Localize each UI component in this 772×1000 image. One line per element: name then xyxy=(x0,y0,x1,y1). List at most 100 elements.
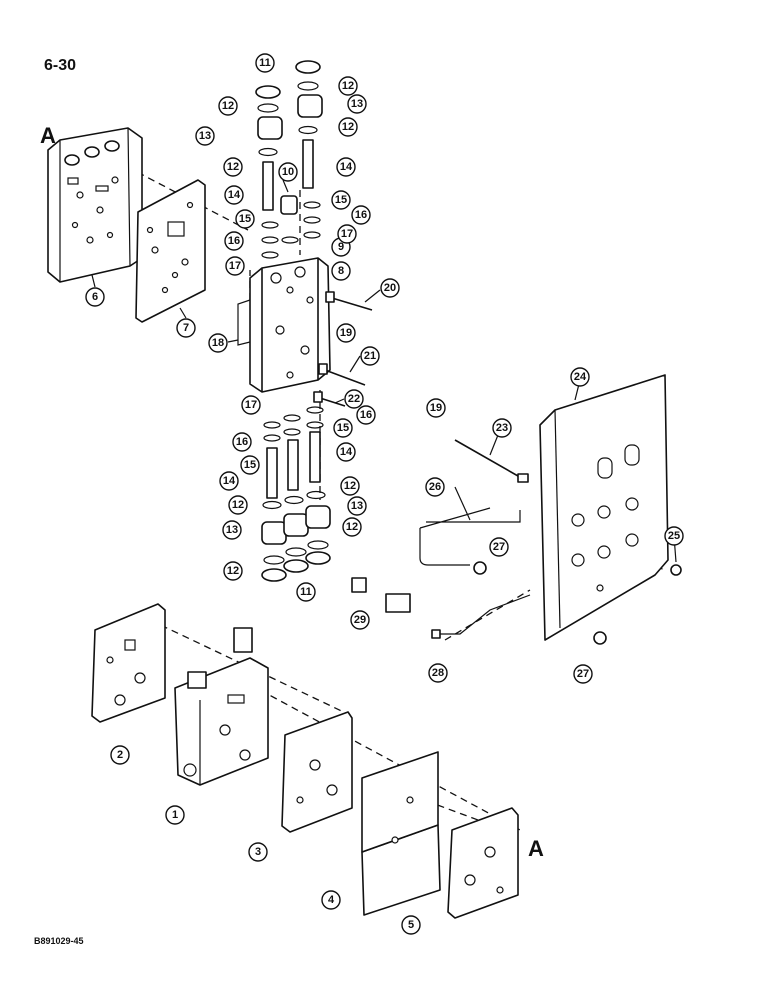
valve-body-part-1 xyxy=(174,627,269,786)
callout-12-g: 12 xyxy=(342,517,362,537)
svg-text:11: 11 xyxy=(259,57,271,69)
svg-text:9: 9 xyxy=(338,241,344,253)
callout-19-b: 19 xyxy=(426,398,446,418)
callout-27-b: 27 xyxy=(573,664,593,684)
callout-12-f: 12 xyxy=(228,495,248,515)
svg-text:12: 12 xyxy=(344,480,356,492)
svg-text:3: 3 xyxy=(255,846,261,858)
callout-23: 23 xyxy=(492,418,512,438)
callout-13-d: 13 xyxy=(222,520,242,540)
svg-text:15: 15 xyxy=(335,194,347,206)
callout-12-a: 12 xyxy=(338,76,358,96)
svg-text:14: 14 xyxy=(340,161,353,173)
svg-text:22: 22 xyxy=(348,393,360,405)
svg-text:29: 29 xyxy=(354,614,366,626)
svg-text:18: 18 xyxy=(212,337,224,349)
callout-14-c: 14 xyxy=(336,442,356,462)
svg-text:1: 1 xyxy=(172,809,178,821)
callout-10: 10 xyxy=(278,162,298,182)
plate-part-5 xyxy=(447,807,519,919)
svg-text:13: 13 xyxy=(226,524,238,536)
svg-text:26: 26 xyxy=(429,481,441,493)
callout-12-b: 12 xyxy=(218,96,238,116)
callout-8: 8 xyxy=(331,261,351,281)
rod-and-ubolt xyxy=(419,439,529,566)
callout-15-d: 15 xyxy=(240,455,260,475)
callout-15-a: 15 xyxy=(331,190,351,210)
callout-12-h: 12 xyxy=(223,561,243,581)
figure-id: B891029-45 xyxy=(34,936,84,946)
svg-text:13: 13 xyxy=(351,500,363,512)
svg-text:17: 17 xyxy=(245,399,257,411)
plate-part-3 xyxy=(281,711,353,833)
svg-text:21: 21 xyxy=(364,350,376,362)
svg-text:23: 23 xyxy=(496,422,508,434)
callout-12-d: 12 xyxy=(223,157,243,177)
svg-text:12: 12 xyxy=(346,521,358,533)
svg-text:17: 17 xyxy=(341,228,353,240)
svg-text:12: 12 xyxy=(342,80,354,92)
svg-text:12: 12 xyxy=(227,565,239,577)
svg-text:16: 16 xyxy=(236,436,248,448)
svg-text:14: 14 xyxy=(340,446,353,458)
callout-11-bottom: 11 xyxy=(296,582,316,602)
svg-text:16: 16 xyxy=(360,409,372,421)
svg-text:15: 15 xyxy=(239,213,251,225)
callout-25: 25 xyxy=(664,526,684,546)
svg-text:14: 14 xyxy=(223,475,236,487)
small-hardware xyxy=(351,561,682,645)
callout-16-b: 16 xyxy=(224,231,244,251)
callout-4: 4 xyxy=(321,890,341,910)
svg-text:19: 19 xyxy=(430,402,442,414)
svg-text:12: 12 xyxy=(227,161,239,173)
callout-15-b: 15 xyxy=(235,209,255,229)
plate-part-2 xyxy=(91,603,166,723)
callout-18: 18 xyxy=(208,333,228,353)
connector-label-top: A xyxy=(40,123,56,148)
svg-text:15: 15 xyxy=(337,422,349,434)
mounting-plate-part-24 xyxy=(539,374,669,641)
svg-text:6: 6 xyxy=(92,291,98,303)
callout-11-top: 11 xyxy=(255,53,275,73)
svg-text:25: 25 xyxy=(668,530,680,542)
callout-2: 2 xyxy=(110,745,130,765)
callout-19-a: 19 xyxy=(336,323,356,343)
valve-body-part-18 xyxy=(237,257,331,393)
callout-20: 20 xyxy=(380,278,400,298)
callout-7: 7 xyxy=(176,318,196,338)
callout-3: 3 xyxy=(248,842,268,862)
callout-6: 6 xyxy=(85,287,105,307)
callout-14-b: 14 xyxy=(224,185,244,205)
svg-text:11: 11 xyxy=(300,586,312,598)
svg-text:27: 27 xyxy=(577,668,589,680)
svg-text:16: 16 xyxy=(228,235,240,247)
callout-13-a: 13 xyxy=(347,94,367,114)
callout-21: 21 xyxy=(360,346,380,366)
svg-text:17: 17 xyxy=(229,260,241,272)
svg-text:2: 2 xyxy=(117,749,123,761)
callout-13-b: 13 xyxy=(195,126,215,146)
upper-valve-stack xyxy=(255,60,323,259)
callout-5: 5 xyxy=(401,915,421,935)
svg-text:15: 15 xyxy=(244,459,256,471)
valve-section-part-6 xyxy=(47,127,143,283)
callout-27-a: 27 xyxy=(489,537,509,557)
callout-26: 26 xyxy=(425,477,445,497)
svg-text:16: 16 xyxy=(355,209,367,221)
callout-29: 29 xyxy=(350,610,370,630)
svg-text:12: 12 xyxy=(232,499,244,511)
svg-text:27: 27 xyxy=(493,541,505,553)
svg-text:24: 24 xyxy=(574,371,587,383)
separator-plate-part-7 xyxy=(135,179,206,323)
callout-16-c: 16 xyxy=(356,405,376,425)
callout-17-a: 17 xyxy=(337,224,357,244)
section-number: 6-30 xyxy=(44,57,76,74)
svg-text:10: 10 xyxy=(282,166,294,178)
svg-text:13: 13 xyxy=(199,130,211,142)
callout-13-c: 13 xyxy=(347,496,367,516)
svg-text:12: 12 xyxy=(342,121,354,133)
svg-text:19: 19 xyxy=(340,327,352,339)
callout-17-c: 17 xyxy=(241,395,261,415)
lower-valve-stack xyxy=(261,406,331,582)
